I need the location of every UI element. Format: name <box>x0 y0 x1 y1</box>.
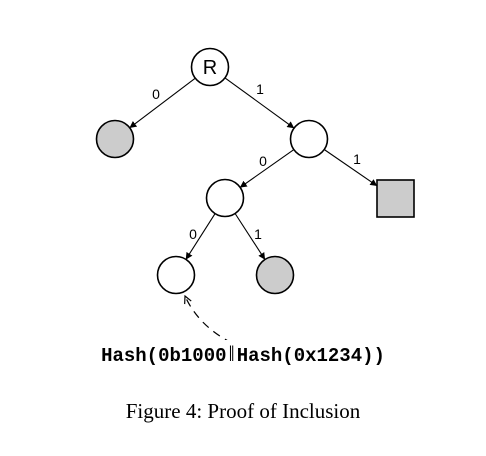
edge-label-root-1: 1 <box>256 81 264 97</box>
edge-node-10-to-node-101 <box>234 213 266 260</box>
internal-node-1 <box>289 119 329 159</box>
tree-edges <box>129 77 378 260</box>
proof-target-node-100 <box>156 255 196 295</box>
edge-root-to-left-leaf <box>129 77 196 129</box>
leaf-node-11-square <box>376 179 415 218</box>
proof-dashed-arrow <box>185 296 228 340</box>
root-node-label: R <box>203 57 217 79</box>
edge-node-10-to-node-100 <box>185 213 216 260</box>
hash-suffix-text: Hash(0x1234)) <box>236 345 385 367</box>
edge-label-n10-1: 1 <box>254 226 262 242</box>
proof-hash-expression: Hash(0b1000‖Hash(0x1234)) <box>0 341 486 367</box>
edge-label-n10-0: 0 <box>189 226 197 242</box>
hash-prefix-text: Hash(0b1000 <box>101 345 227 367</box>
leaf-node-0 <box>95 119 135 159</box>
edge-right-child-to-square-leaf <box>323 149 378 187</box>
edge-root-to-right-child <box>224 77 295 129</box>
merkle-tree-diagram: 0 1 0 1 0 1 R <box>95 47 415 340</box>
edge-right-child-to-node-10 <box>239 149 295 188</box>
internal-node-10 <box>205 178 245 218</box>
tree-nodes: R <box>95 47 415 295</box>
edge-label-root-0: 0 <box>152 86 160 102</box>
figure-caption: Figure 4: Proof of Inclusion <box>125 399 361 423</box>
edge-label-n1-0: 0 <box>259 153 267 169</box>
leaf-node-101 <box>255 255 295 295</box>
edge-labels: 0 1 0 1 0 1 <box>152 81 361 242</box>
root-node <box>190 47 230 87</box>
concat-separator: ‖ <box>228 341 235 366</box>
edge-label-n1-1: 1 <box>353 151 361 167</box>
